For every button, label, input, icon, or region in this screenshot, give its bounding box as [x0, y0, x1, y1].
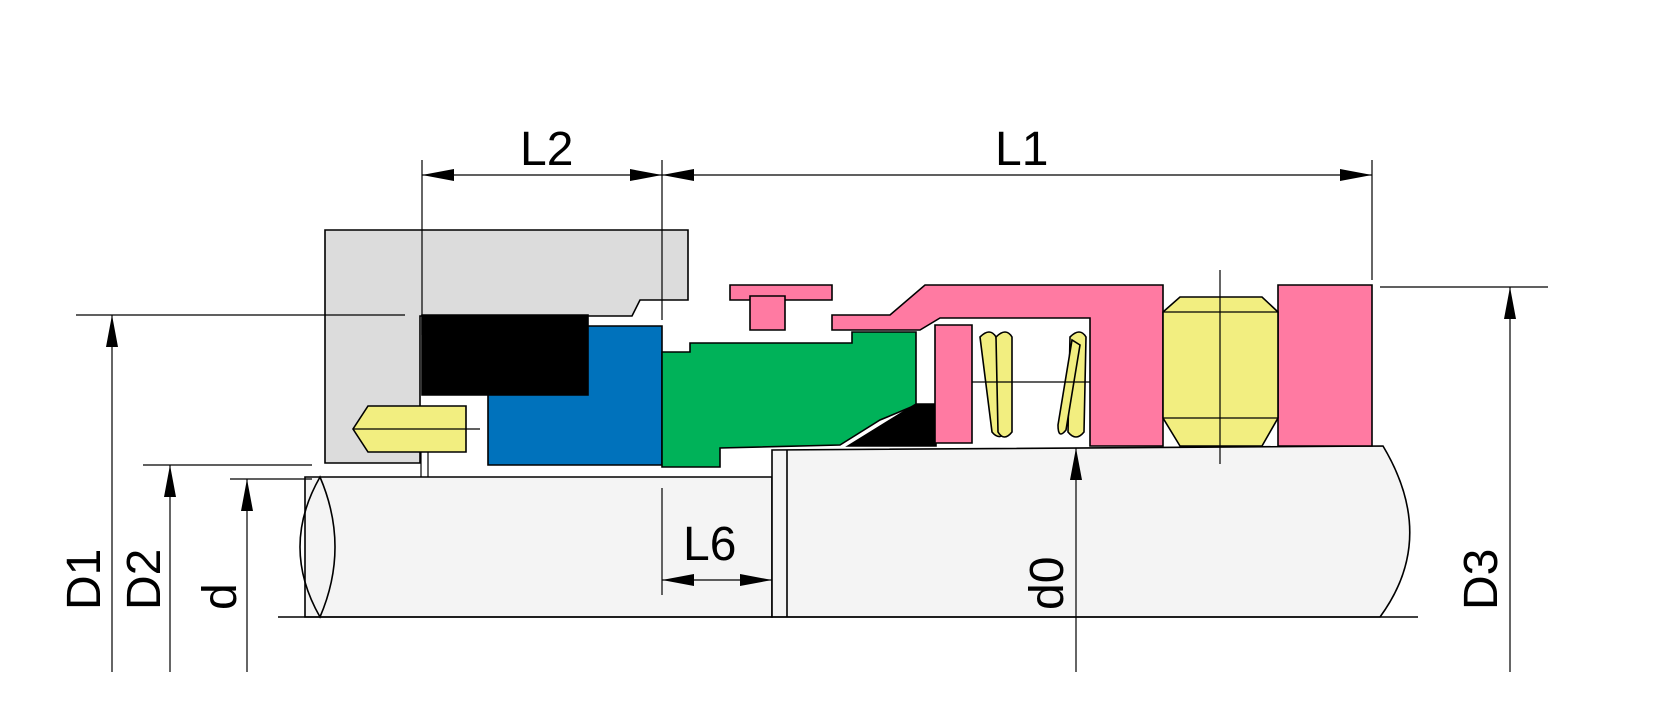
thrust-ring [934, 324, 973, 444]
retainer-collar [831, 284, 1164, 447]
label-D1: D1 [58, 549, 111, 610]
spring-left-coil-b [995, 331, 1013, 438]
stationary-oring [421, 314, 589, 396]
drive-collar [1277, 284, 1373, 447]
springs [972, 331, 1090, 438]
label-L1: L1 [995, 123, 1048, 176]
gland-housing [324, 229, 689, 464]
retainer-drive-tab [749, 295, 786, 331]
label-D3: D3 [1455, 549, 1508, 610]
label-d: d [194, 583, 247, 610]
shaft-sleeve-section [771, 445, 1411, 618]
shaft [278, 445, 1418, 619]
label-D2: D2 [118, 549, 171, 610]
label-d0: d0 [1021, 557, 1074, 610]
spring-right-coil-b [1057, 338, 1081, 435]
label-L6: L6 [683, 518, 736, 571]
label-L2: L2 [520, 123, 573, 176]
dimension-lines [76, 160, 1548, 672]
